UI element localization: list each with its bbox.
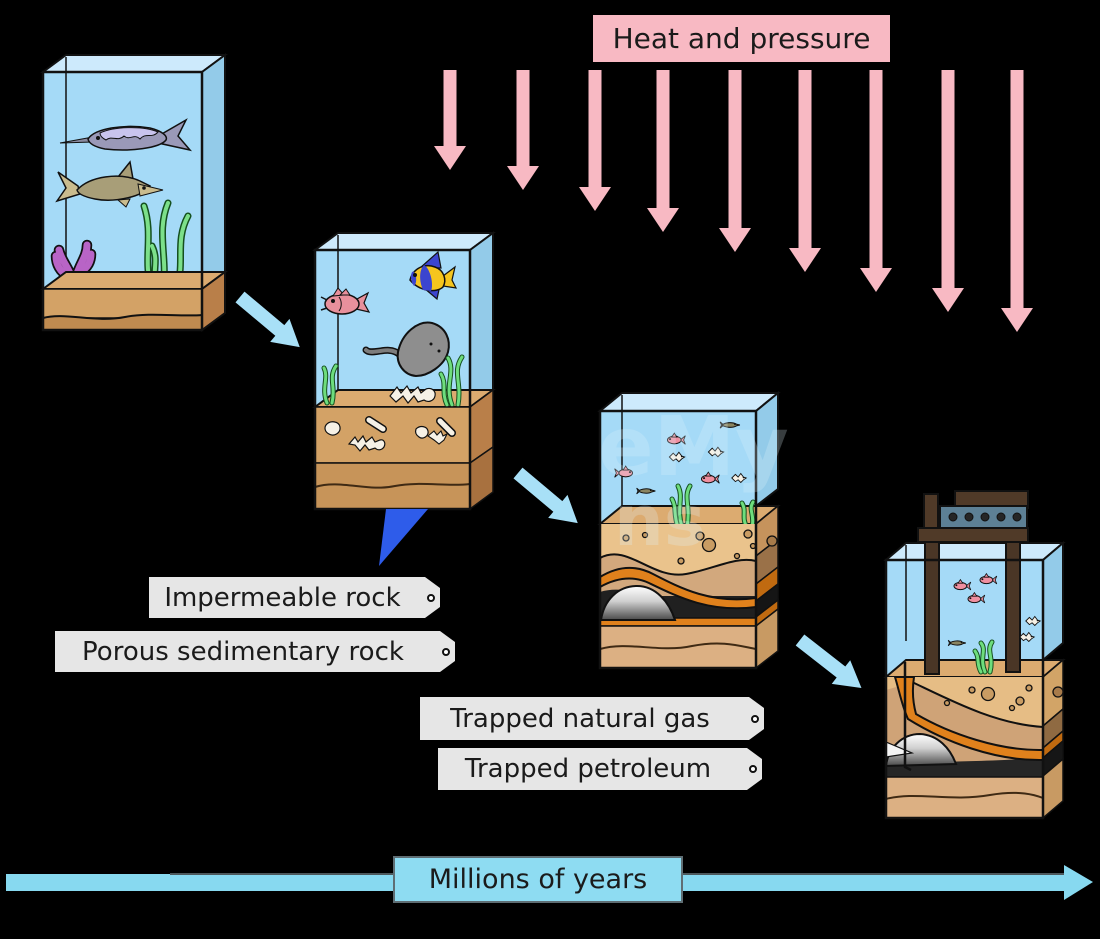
heat-arrow: [1001, 70, 1033, 332]
stage-arrow-3: [795, 634, 862, 689]
seaweed-icon: [438, 354, 465, 408]
tank4-right-face-water: [1042, 540, 1064, 663]
pink-fish-icon: [320, 287, 371, 315]
heat-arrow: [434, 70, 466, 170]
heat-arrow: [507, 70, 539, 190]
tank4-front-outline: [884, 558, 1045, 820]
trapped-petroleum-tag: Trapped petroleum: [438, 748, 762, 790]
heat-arrow: [789, 70, 821, 272]
tag-hole-icon: [442, 648, 450, 656]
stingray-icon: [362, 321, 450, 378]
tropical-fish-icon: [409, 250, 458, 301]
tank3-top-face: [597, 392, 781, 412]
tank3-wavy-boundary: [599, 553, 757, 576]
tag-hole-icon: [751, 715, 759, 723]
ichthyosaur-icon: [55, 160, 164, 208]
impermeable-rock-tag: Impermeable rock: [149, 577, 440, 618]
drill-pipe: [903, 662, 912, 772]
tag-hole-icon: [427, 594, 435, 602]
rig-leg-right: [1005, 541, 1021, 673]
tank4-top-face: [883, 542, 1066, 561]
tank1-sand-layer-2: [42, 313, 203, 331]
tank2-right-face-water: [469, 231, 494, 409]
heat-arrow: [647, 70, 679, 232]
seaweed-icon: [972, 639, 995, 675]
tank-stage-3: [597, 390, 781, 670]
buried-bones-icons: [324, 413, 491, 452]
tank1-sand-layer: [42, 288, 203, 319]
tank-stage-1: [39, 53, 229, 332]
heat-arrow: [579, 70, 611, 211]
tank3-front-outline: [598, 409, 758, 670]
porous-sedimentary-rock-tag: Porous sedimentary rock: [55, 631, 455, 672]
pebble-icons: [943, 684, 1064, 712]
tank1-sand-surface: [39, 271, 229, 290]
tank4-sand-surface: [883, 659, 1066, 678]
tank1-front-outline: [41, 70, 204, 332]
trapped-natural-gas-tag-text: Trapped natural gas: [450, 703, 710, 734]
tank2-top-face: [311, 232, 497, 251]
heat-arrow: [932, 70, 964, 312]
tank4-boundary-curve: [911, 681, 1044, 728]
timeline-label: Millions of years: [393, 856, 683, 903]
tank-stage-4: [883, 490, 1066, 820]
tank3-bottom-wavy: [599, 642, 757, 650]
tag-hole-icon: [749, 765, 757, 773]
heat-pressure-label: Heat and pressure: [593, 15, 890, 62]
trapped-natural-gas-tag: Trapped natural gas: [420, 697, 764, 740]
rig-leg-left: [924, 541, 940, 675]
trapped-gas-dome: [599, 584, 677, 621]
heat-arrow: [860, 70, 892, 292]
rig-platform: [917, 527, 1029, 543]
tank2-wavy-line: [314, 482, 471, 489]
fish-skeleton-icon: [389, 384, 436, 404]
pointer-wedge: [379, 509, 428, 566]
stage-arrow-2: [513, 467, 578, 524]
seaweed-icon: [321, 363, 339, 406]
porthole-icons: [948, 512, 1022, 522]
stage-arrow-1: [235, 291, 300, 348]
heat-pressure-arrows: [434, 70, 1033, 332]
heat-arrow: [719, 70, 751, 252]
tank4-bottom-wavy: [885, 791, 1044, 800]
impermeable-rock-tag-text: Impermeable rock: [164, 582, 401, 613]
seaweed-icon: [669, 483, 693, 530]
oil-rig-icon: [917, 490, 1029, 543]
tank-stage-2: [311, 231, 497, 511]
rig-mast: [923, 493, 939, 531]
pebble-icons: [622, 529, 778, 565]
tank1-top-face: [39, 54, 229, 73]
ichthyosaur-swordfish-icon: [59, 118, 193, 152]
tank1-right-face-water: [201, 53, 226, 291]
tank3-right-face-water: [755, 390, 779, 509]
porous-sedimentary-rock-tag-text: Porous sedimentary rock: [82, 636, 404, 667]
trapped-petroleum-tag-text: Trapped petroleum: [464, 754, 712, 784]
